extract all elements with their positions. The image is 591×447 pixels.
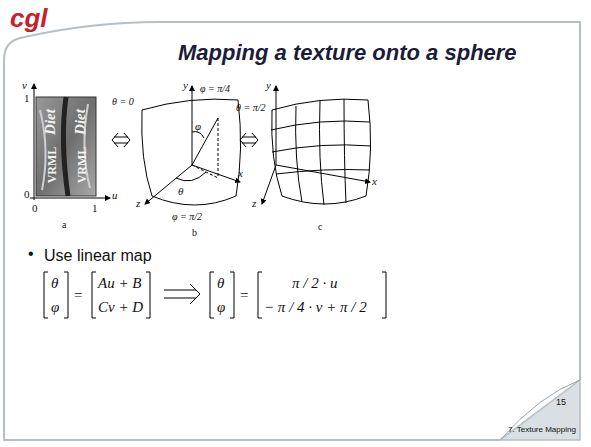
implies-arrow: [164, 284, 200, 304]
page-number: 15: [556, 398, 566, 407]
texture-image: [36, 97, 96, 196]
axis-label: x: [372, 176, 377, 187]
tick-label: 1: [92, 203, 98, 214]
equals-sign: =: [74, 288, 82, 303]
texture-stroke: [40, 104, 90, 190]
slide-title: Mapping a texture onto a sphere: [178, 42, 517, 64]
equals-sign: =: [240, 288, 248, 303]
axis-label: v: [22, 80, 27, 91]
matrix-entry: θ: [51, 276, 58, 291]
matrix-entry: Au + B: [98, 276, 141, 291]
angle-label: θ = π/2: [236, 103, 265, 113]
axis-label: y: [183, 80, 188, 91]
tick-label: 1: [24, 93, 30, 104]
axis-label: u: [112, 190, 118, 201]
equivalence-arrow: [112, 133, 258, 147]
axis-label: z: [252, 198, 256, 209]
angle-label: φ: [195, 121, 201, 132]
sphere-grid: [262, 86, 371, 205]
matrix-entry: Cv + D: [98, 300, 143, 315]
logo-text: cgl: [10, 5, 48, 31]
u-axis: [30, 198, 110, 199]
matrix-entry: − π / 4 · v + π / 2: [264, 300, 367, 315]
texture-stroke: [63, 97, 68, 196]
tick-label: 0: [32, 203, 38, 214]
matrix-bracket: [44, 272, 386, 318]
section-name: 7. Texture Mapping: [508, 426, 576, 434]
bullet-text: Use linear map: [44, 248, 152, 264]
angle-label: θ: [178, 186, 183, 197]
tick-label: 0: [24, 189, 30, 200]
page-corner: [500, 380, 580, 440]
axis-label: y: [266, 80, 271, 91]
texture-text: VRML: [76, 147, 88, 184]
figure-letter: c: [318, 222, 322, 232]
angle-label: φ = π/4: [200, 84, 230, 94]
angle-label: φ = π/2: [172, 212, 202, 222]
slide-frame: [4, 60, 500, 440]
figure-letter: a: [62, 220, 66, 230]
axes-b: [145, 86, 240, 204]
matrix-entry: φ: [51, 300, 59, 315]
axis-label: x: [238, 168, 243, 179]
bullet: •: [28, 246, 34, 262]
matrix-entry: π / 2 · u: [292, 276, 337, 291]
texture-text: Diet: [43, 109, 58, 135]
sphere-patch: [142, 99, 241, 205]
axis-label: z: [136, 198, 140, 209]
page-corner: [500, 380, 580, 440]
figure-letter: b: [192, 228, 197, 238]
angle-label: θ = 0: [112, 97, 134, 107]
texture-text: VRML: [46, 147, 58, 184]
v-axis: [34, 84, 35, 200]
matrix-entry: φ: [217, 300, 225, 315]
texture-text: Diet: [73, 109, 88, 135]
matrix-entry: θ: [217, 276, 224, 291]
slide-frame: [4, 22, 580, 380]
